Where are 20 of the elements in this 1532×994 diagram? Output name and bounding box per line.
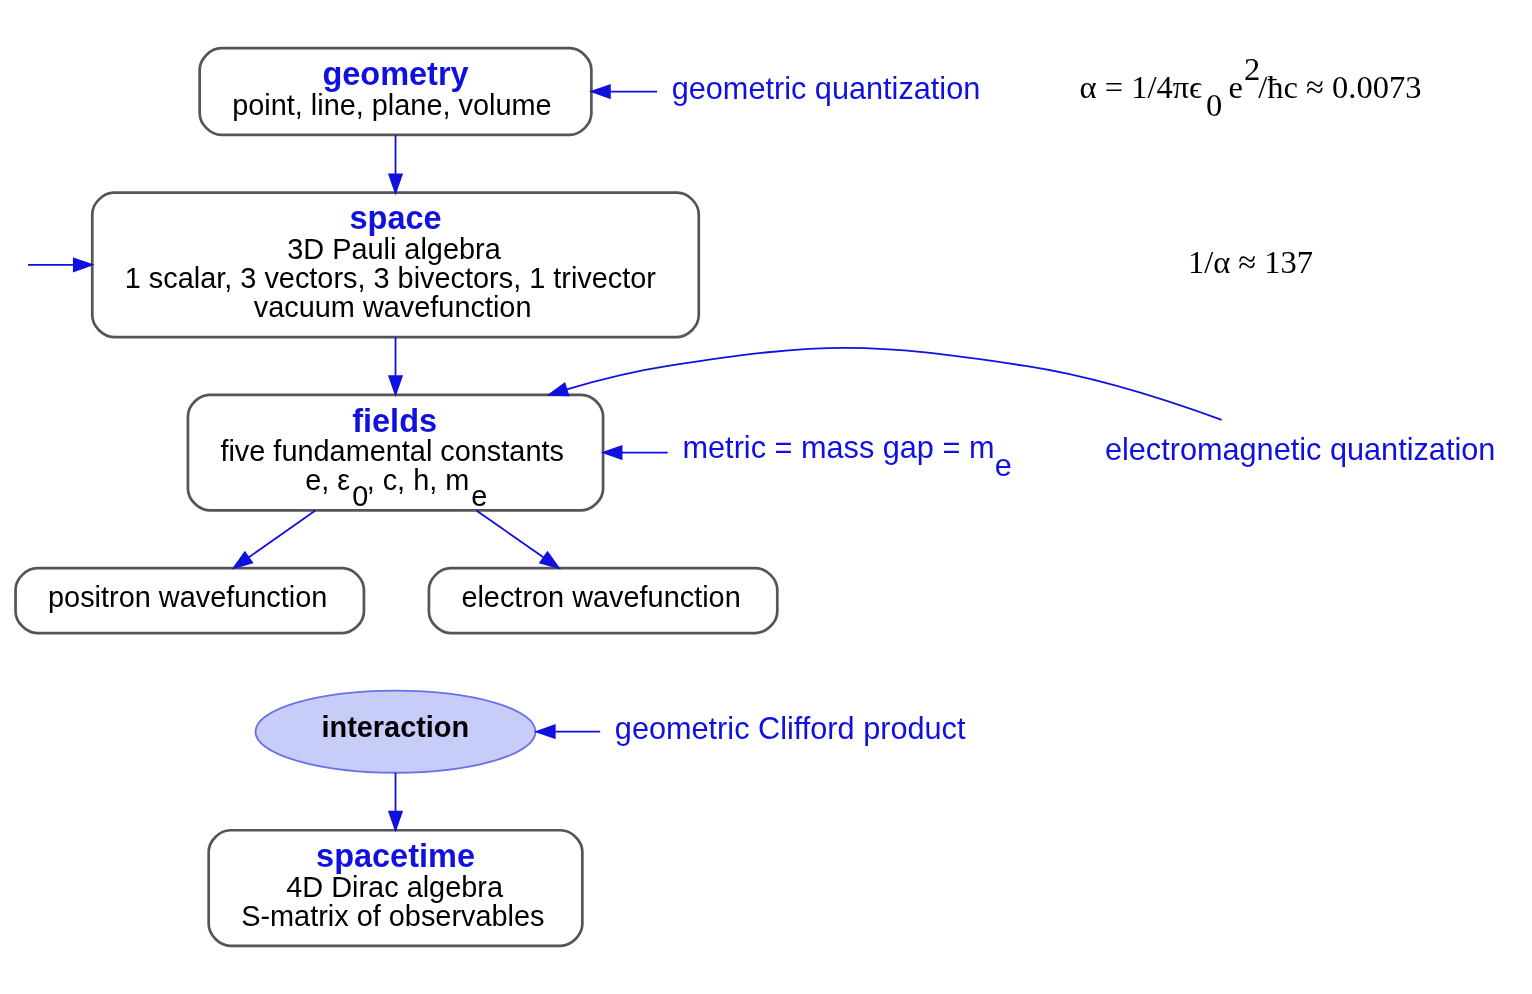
node-box: space 3D Pauli algebra 1 scalar, 3 vectors, 3 bivectors, 1 trivector vacuum wavefunction	[90, 191, 701, 339]
node-box: electron wavefunction	[427, 566, 779, 635]
node-box: geometry point, line, plane, volume	[198, 46, 593, 137]
node-text: electromagnetic quantization	[1104, 431, 1496, 467]
arrow	[231, 509, 317, 570]
arrow	[387, 134, 404, 196]
arrow	[546, 346, 1223, 421]
arrow	[387, 771, 404, 833]
node-box: spacetime 4D Dirac algebra S-matrix of observables	[207, 828, 584, 948]
node-box: positron wavefunction	[14, 566, 366, 635]
arrow	[533, 724, 602, 740]
node-text: geometric Clifford product	[614, 711, 966, 747]
node-ellipse: interaction	[254, 689, 537, 774]
label: 1/α ≈ 137	[1187, 243, 1314, 280]
arrow	[600, 444, 669, 461]
arrow	[27, 257, 95, 273]
node-text: geometric quantization	[671, 70, 981, 106]
arrow	[387, 336, 404, 397]
arrow	[589, 83, 658, 100]
arrow	[475, 509, 561, 570]
